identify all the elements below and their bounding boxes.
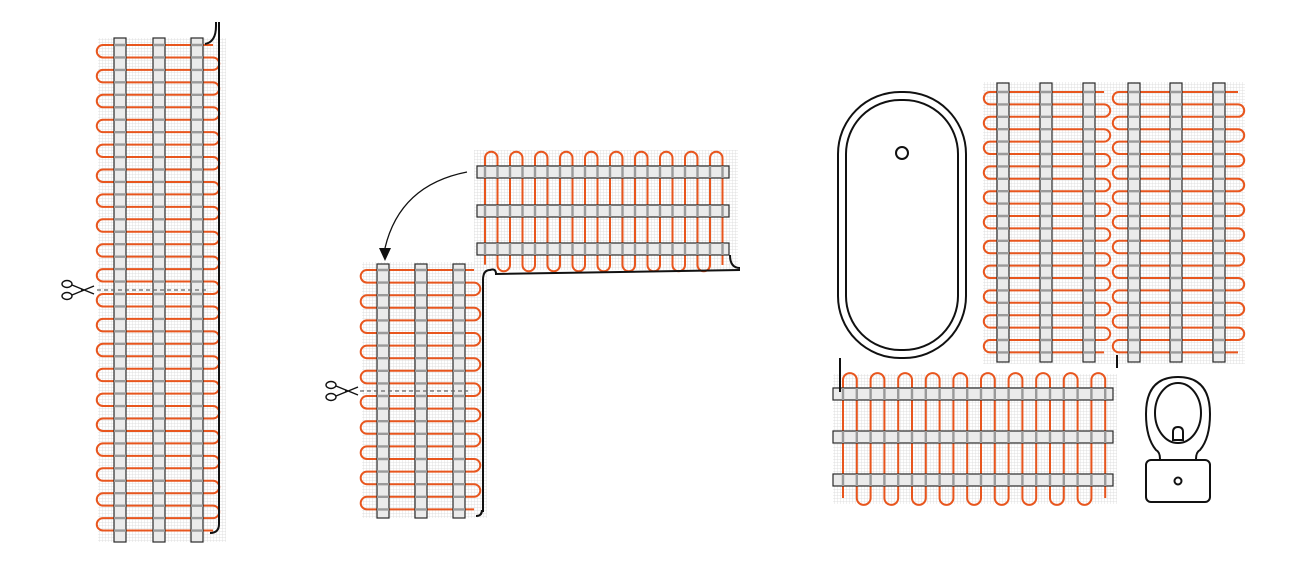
heating-cable <box>842 372 1107 506</box>
power-wires <box>204 22 1118 534</box>
fiberglass-strip <box>1039 82 1053 363</box>
bathroom-mat-left <box>982 82 1113 364</box>
wire-mat-2-3 <box>475 268 741 517</box>
curved-arrow-icon <box>379 171 468 261</box>
fiberglass-strip <box>1127 82 1141 363</box>
fiberglass-strip <box>476 242 730 256</box>
heating-cable <box>1111 91 1246 354</box>
cut-vertical-mat <box>359 262 487 519</box>
bathroom-mat-right <box>1111 82 1246 364</box>
heating-cable <box>982 91 1112 354</box>
fiberglass-strip <box>832 387 1114 401</box>
rotated-horizontal-mat <box>474 150 738 273</box>
bathtub-icon <box>837 91 967 359</box>
scissors-icon <box>325 380 359 402</box>
fiberglass-strip <box>1082 82 1096 363</box>
bathroom-mat-bottom <box>832 372 1117 506</box>
toilet-icon <box>1144 375 1212 503</box>
wire-mat-2-end <box>729 254 741 269</box>
heating-cable <box>359 269 482 511</box>
fiberglass-strip <box>476 204 730 218</box>
fiberglass-strip <box>832 430 1114 444</box>
scissors-icon <box>61 279 95 301</box>
fiberglass-strip <box>996 82 1010 363</box>
fiberglass-strip <box>476 165 730 179</box>
fiberglass-strip <box>832 473 1114 487</box>
fiberglass-strip <box>1212 82 1226 363</box>
wire-mat-1 <box>204 22 220 534</box>
fiberglass-strip <box>1169 82 1183 363</box>
